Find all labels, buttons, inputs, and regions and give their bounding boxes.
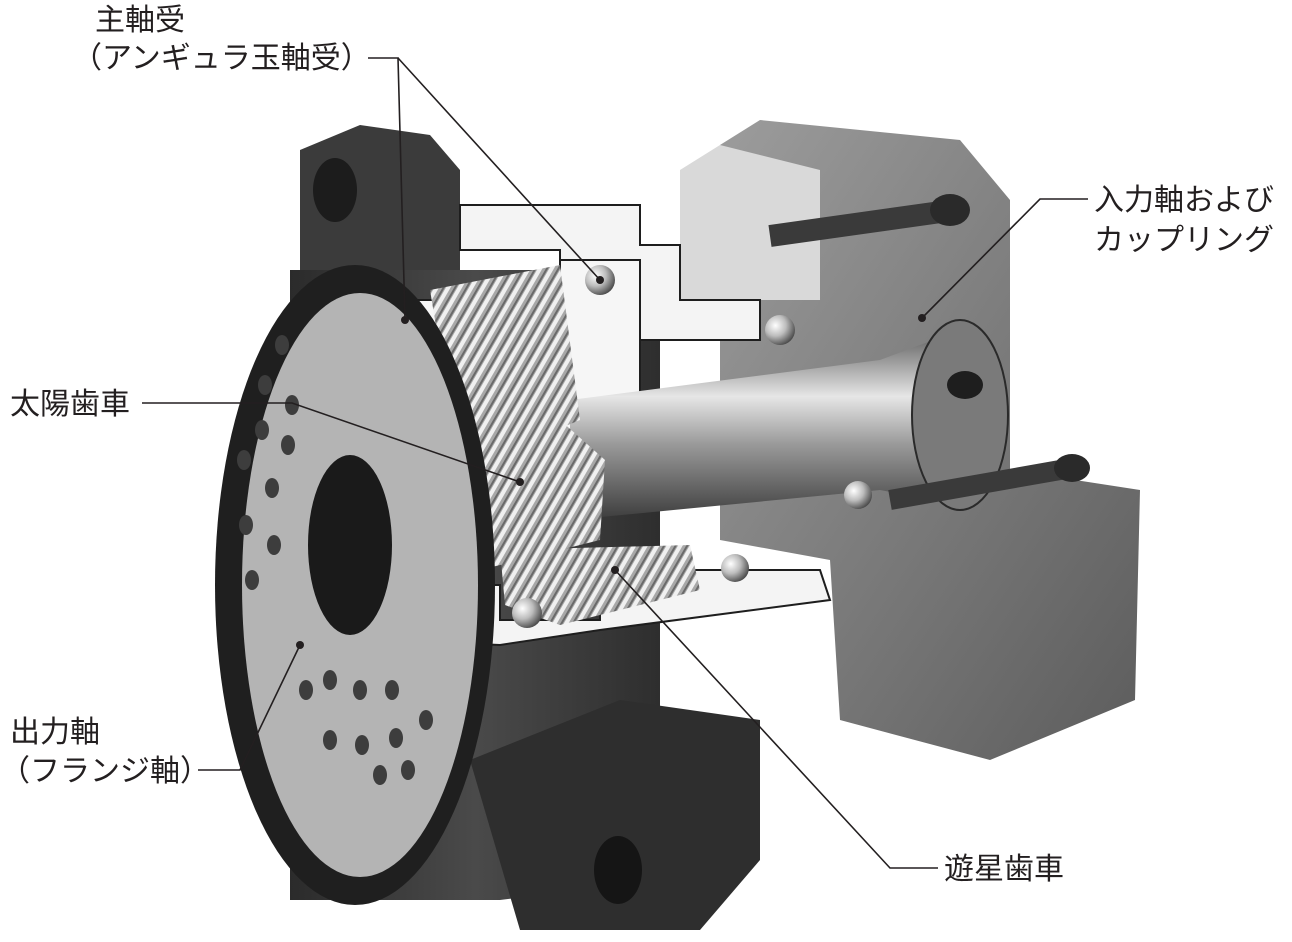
planet-gear: [500, 545, 700, 625]
leader-input-shaft: [921, 198, 1088, 319]
bearing-ball: [844, 481, 872, 509]
leader-dot: [918, 314, 926, 322]
leader-main-bearing-2: [397, 57, 601, 281]
leader-sun-gear: [142, 402, 521, 483]
callout-labels: 主軸受 （アンギュラ玉軸受） 入力軸および カップリング 太陽歯車 出力軸 （フ…: [0, 3, 1274, 887]
label-input-shaft-line1: 入力軸および: [1094, 183, 1274, 218]
bearing-ball: [721, 554, 749, 582]
output-flange-bore: [308, 455, 392, 635]
adapter-cut-face: [680, 145, 820, 300]
leader-dot: [611, 566, 619, 574]
bottom-flange: [470, 700, 760, 930]
top-flange-hole: [313, 158, 357, 222]
input-shaft: [570, 330, 1000, 520]
leader-lines: [142, 57, 1088, 869]
leader-dot: [296, 641, 304, 649]
label-input-shaft-line2: カップリング: [1094, 223, 1274, 258]
coupling-ring: [911, 319, 1009, 511]
leader-output-shaft: [198, 644, 301, 771]
clamp-bolt-lower: [888, 454, 1090, 510]
leader-dot: [596, 276, 604, 284]
bottom-flange-hole: [594, 836, 642, 904]
bearing-ball: [765, 315, 795, 345]
leader-dot: [401, 316, 409, 324]
label-sun-gear: 太陽歯車: [10, 387, 130, 422]
leader-planet-gear: [614, 569, 938, 869]
clamp-bolt-upper: [768, 194, 970, 247]
label-main-bearing-line1: 主軸受: [95, 3, 185, 38]
gearbox-illustration: [215, 120, 1140, 930]
leader-dot: [516, 478, 524, 486]
label-output-shaft-line2: （フランジ軸）: [0, 754, 210, 789]
bearing-ball: [512, 598, 542, 628]
flange-tapped-holes: [237, 335, 433, 785]
label-output-shaft-line1: 出力軸: [10, 715, 100, 750]
label-main-bearing-line2: （アンギュラ玉軸受）: [72, 41, 371, 76]
coupling-bolt-head: [947, 371, 983, 399]
label-planet-gear: 遊星歯車: [944, 852, 1064, 887]
